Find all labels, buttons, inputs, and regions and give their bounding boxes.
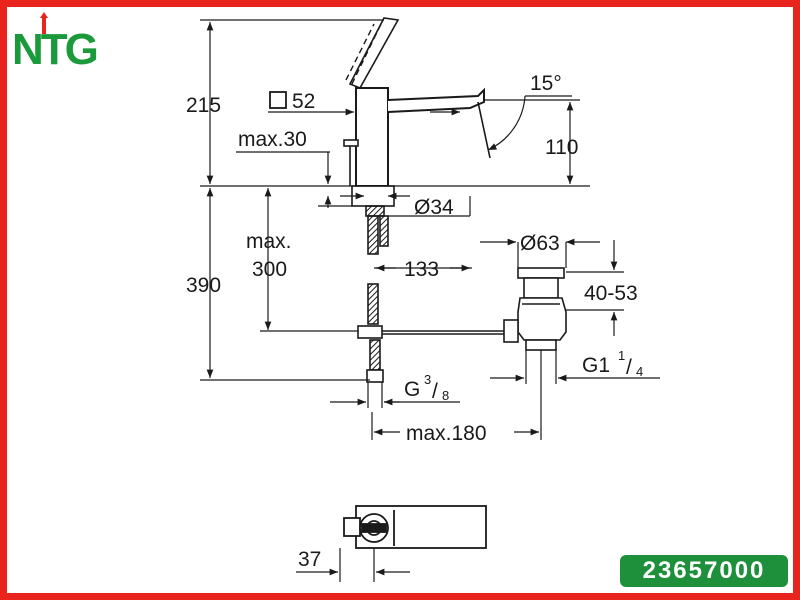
dim-pull-rod-max: max.180 (406, 422, 487, 445)
dim-supply-thread: G 3 / 8 (404, 372, 449, 403)
faucet-side-view (343, 17, 505, 383)
dim-waste-diameter: Ø63 (520, 232, 560, 255)
dim-angle: 15° (530, 72, 562, 95)
svg-text:8: 8 (442, 388, 449, 403)
dim-max-hose-value: 300 (252, 258, 287, 281)
ntg-logo: NTG (12, 12, 100, 74)
dim-spout-reach: 133 (404, 258, 439, 281)
logo-accent-icon (40, 12, 48, 18)
svg-text:3: 3 (424, 372, 431, 387)
dimension-labels: 215 52 max.30 15° 110 Ø34 max. 300 133 3… (186, 72, 643, 571)
svg-text:/: / (626, 356, 632, 379)
dim-height-total: 215 (186, 94, 221, 117)
dim-hole-diameter: Ø34 (414, 196, 454, 219)
svg-text:4: 4 (636, 364, 643, 379)
dim-top-view-offset: 37 (298, 548, 321, 571)
product-code-badge: 23657000 (620, 555, 788, 587)
faucet-top-view (296, 505, 487, 582)
square-icon (269, 91, 287, 109)
dim-waste-thread: G1 1 / 4 (582, 348, 643, 379)
svg-text:52: 52 (292, 90, 315, 113)
dim-spout-height: 110 (545, 136, 578, 159)
dim-max-thickness: max.30 (238, 128, 307, 151)
svg-text:1: 1 (618, 348, 625, 363)
logo-text: NTG (12, 25, 97, 74)
svg-text:/: / (432, 380, 438, 403)
svg-text:G1: G1 (582, 354, 610, 377)
dim-below-height: 390 (186, 274, 221, 297)
svg-text:G: G (404, 378, 420, 401)
dim-body-square: 52 (269, 90, 315, 113)
pop-up-waste (503, 267, 567, 351)
dim-max-hose-label: max. (246, 230, 292, 253)
dim-waste-range: 40-53 (584, 282, 638, 305)
dimension-lines (200, 19, 660, 440)
